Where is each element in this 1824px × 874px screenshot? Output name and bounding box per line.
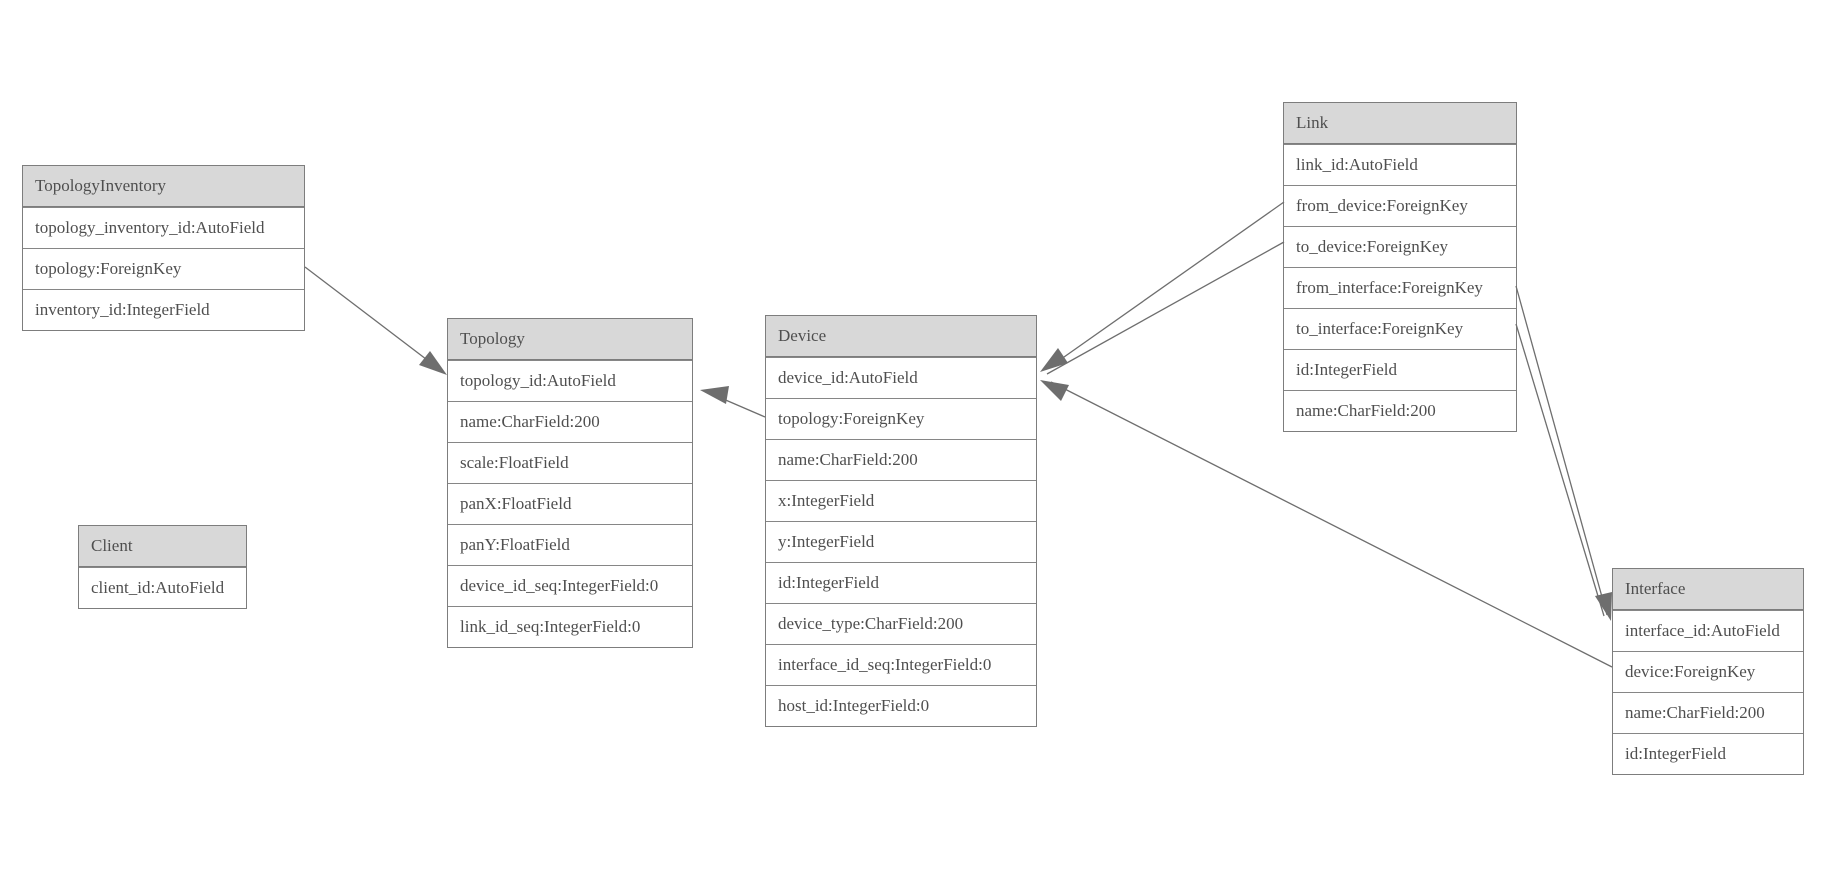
relationship-line-device-topology — [713, 394, 766, 418]
arrowhead-topologyinventory-topology — [419, 351, 447, 375]
field-row: name:CharField:200 — [448, 401, 692, 442]
arrowhead-link-device — [1040, 348, 1068, 372]
field-row: to_device:ForeignKey — [1284, 226, 1516, 267]
entity-link: Link link_id:AutoField from_device:Forei… — [1283, 102, 1517, 432]
field-row: panX:FloatField — [448, 483, 692, 524]
arrowhead-interface-device — [1040, 380, 1069, 401]
field-row: topology_id:AutoField — [448, 360, 692, 401]
field-row: topology:ForeignKey — [23, 248, 304, 289]
entity-topology: Topology topology_id:AutoField name:Char… — [447, 318, 693, 648]
entity-device: Device device_id:AutoField topology:Fore… — [765, 315, 1037, 727]
field-row: y:IntegerField — [766, 521, 1036, 562]
field-row: name:CharField:200 — [1613, 692, 1803, 733]
arrowhead-device-topology — [700, 386, 729, 404]
field-row: inventory_id:IntegerField — [23, 289, 304, 330]
field-row: name:CharField:200 — [766, 439, 1036, 480]
field-row: link_id:AutoField — [1284, 144, 1516, 185]
field-row: panY:FloatField — [448, 524, 692, 565]
relationship-line-link-fromdevice-device — [1046, 201, 1285, 370]
field-row: topology_inventory_id:AutoField — [23, 207, 304, 248]
field-row: device_id:AutoField — [766, 357, 1036, 398]
arrowhead-link-interface — [1595, 592, 1612, 621]
entity-header: Interface — [1613, 569, 1803, 610]
field-row: link_id_seq:IntegerField:0 — [448, 606, 692, 647]
field-row: from_device:ForeignKey — [1284, 185, 1516, 226]
entity-header: Link — [1284, 103, 1516, 144]
field-row: host_id:IntegerField:0 — [766, 685, 1036, 726]
entity-client: Client client_id:AutoField — [78, 525, 247, 609]
entity-header: TopologyInventory — [23, 166, 304, 207]
field-row: name:CharField:200 — [1284, 390, 1516, 431]
field-row: scale:FloatField — [448, 442, 692, 483]
field-row: id:IntegerField — [766, 562, 1036, 603]
relationship-line-link-frominterface-interface — [1515, 285, 1608, 616]
relationship-line-link-todevice-device — [1046, 241, 1285, 375]
field-row: topology:ForeignKey — [766, 398, 1036, 439]
field-row: client_id:AutoField — [79, 567, 246, 608]
field-row: interface_id_seq:IntegerField:0 — [766, 644, 1036, 685]
field-row: interface_id:AutoField — [1613, 610, 1803, 651]
field-row: to_interface:ForeignKey — [1284, 308, 1516, 349]
field-row: id:IntegerField — [1613, 733, 1803, 774]
entity-topology-inventory: TopologyInventory topology_inventory_id:… — [22, 165, 305, 331]
entity-header: Topology — [448, 319, 692, 360]
field-row: from_interface:ForeignKey — [1284, 267, 1516, 308]
entity-header: Device — [766, 316, 1036, 357]
field-row: device:ForeignKey — [1613, 651, 1803, 692]
field-row: device_type:CharField:200 — [766, 603, 1036, 644]
field-row: x:IntegerField — [766, 480, 1036, 521]
field-row: device_id_seq:IntegerField:0 — [448, 565, 692, 606]
relationship-line-link-tointerface-interface — [1515, 323, 1605, 617]
entity-interface: Interface interface_id:AutoField device:… — [1612, 568, 1804, 775]
field-row: id:IntegerField — [1284, 349, 1516, 390]
entity-header: Client — [79, 526, 246, 567]
relationship-line-topologyinventory-topology — [304, 266, 444, 373]
